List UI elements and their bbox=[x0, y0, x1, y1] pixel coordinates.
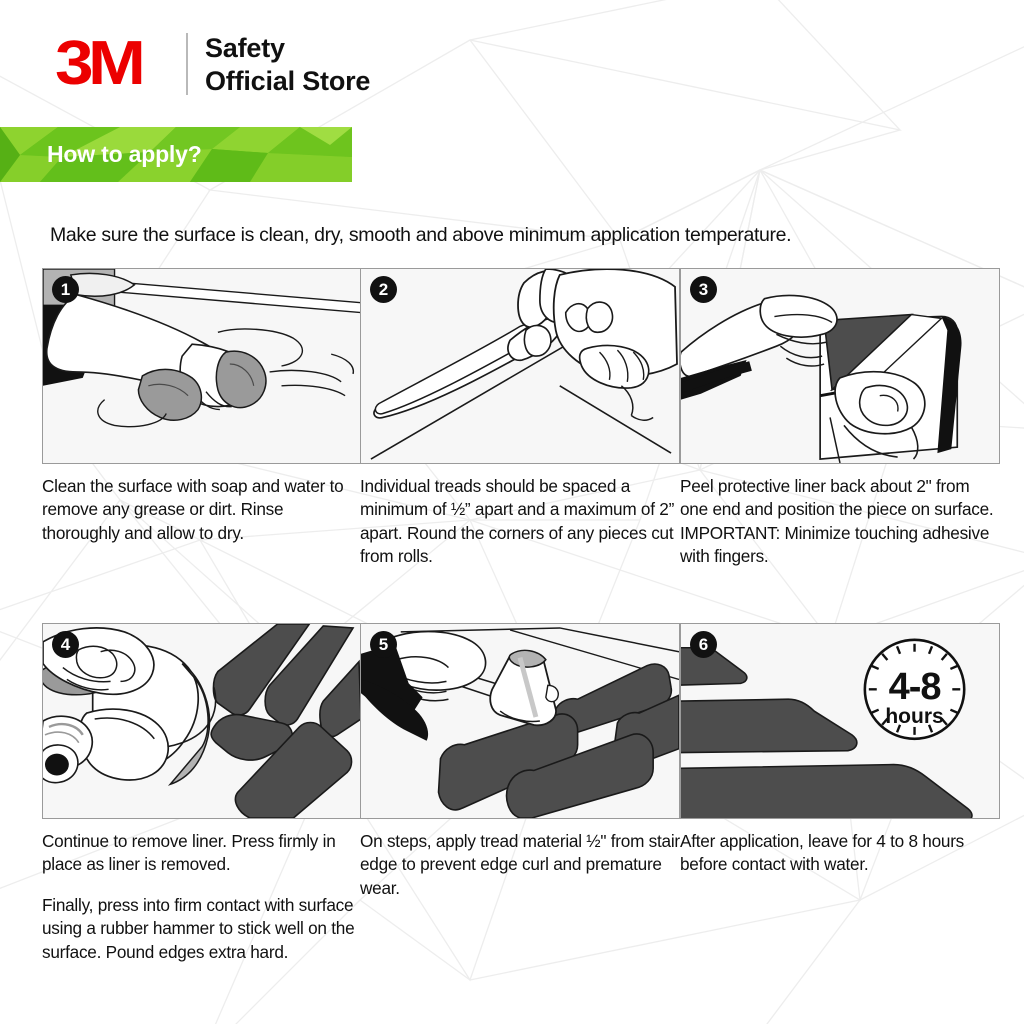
step-6-caption-p1: After application, leave for 4 to 8 hour… bbox=[680, 831, 965, 875]
step-2-illustration: 2 bbox=[360, 268, 680, 464]
step-4-caption-p1: Continue to remove liner. Press firmly i… bbox=[42, 831, 336, 875]
step-3-caption-p1: Peel protective liner back about 2" from… bbox=[680, 476, 994, 520]
step-3-number: 3 bbox=[690, 276, 717, 303]
step-3: 3 Peel protective liner back about 2" fr… bbox=[680, 268, 1000, 569]
step-3-illustration: 3 bbox=[680, 268, 1000, 464]
step-2-caption: Individual treads should be spaced a min… bbox=[360, 475, 680, 569]
how-to-apply-banner: How to apply? bbox=[0, 127, 352, 182]
step-1-caption: Clean the surface with soap and water to… bbox=[42, 475, 362, 545]
step-5-number: 5 bbox=[370, 631, 397, 658]
step-2: 2 Individual treads should be spaced a m… bbox=[360, 268, 680, 569]
step-5-caption: On steps, apply tread material ½" from s… bbox=[360, 830, 680, 900]
step-1: 1 Clean the surface with soap and water … bbox=[42, 268, 362, 545]
banner-title: How to apply? bbox=[47, 141, 202, 167]
step-2-caption-p1: Individual treads should be spaced a min… bbox=[360, 476, 675, 567]
page-header: 3M Safety Official Store bbox=[0, 0, 1024, 125]
step-4-illustration: 4 bbox=[42, 623, 362, 819]
step-6-illustration: 6 4-8 hours bbox=[680, 623, 1000, 819]
step-5-caption-p1: On steps, apply tread material ½" from s… bbox=[360, 831, 680, 898]
step-1-number: 1 bbox=[52, 276, 79, 303]
step-6-caption: After application, leave for 4 to 8 hour… bbox=[680, 830, 1000, 877]
step-4-caption: Continue to remove liner. Press firmly i… bbox=[42, 830, 362, 964]
store-name: Safety Official Store bbox=[205, 32, 370, 98]
step-4: 4 Continue to remove liner. Press firmly… bbox=[42, 623, 362, 964]
step-4-number: 4 bbox=[52, 631, 79, 658]
step-3-caption: Peel protective liner back about 2" from… bbox=[680, 475, 1000, 569]
step-3-caption-p2: IMPORTANT: Minimize touching adhesive wi… bbox=[680, 522, 990, 567]
step-2-number: 2 bbox=[370, 276, 397, 303]
store-name-line-1: Safety bbox=[205, 33, 285, 63]
step-1-caption-p1: Clean the surface with soap and water to… bbox=[42, 476, 344, 543]
step-4-caption-p2: Finally, press into firm contact with su… bbox=[42, 894, 355, 962]
step-5: 5 On steps, apply tread material ½" from… bbox=[360, 623, 680, 900]
header-divider bbox=[186, 33, 188, 95]
3m-logo: 3M bbox=[55, 29, 146, 98]
clock-unit: hours bbox=[885, 705, 944, 728]
intro-text: Make sure the surface is clean, dry, smo… bbox=[50, 224, 792, 246]
clock-value: 4-8 bbox=[888, 666, 942, 708]
step-5-illustration: 5 bbox=[360, 623, 680, 819]
store-name-line-2: Official Store bbox=[205, 66, 371, 96]
step-1-illustration: 1 bbox=[42, 268, 362, 464]
step-6: 6 4-8 hours After application, leave for… bbox=[680, 623, 1000, 877]
step-6-number: 6 bbox=[690, 631, 717, 658]
